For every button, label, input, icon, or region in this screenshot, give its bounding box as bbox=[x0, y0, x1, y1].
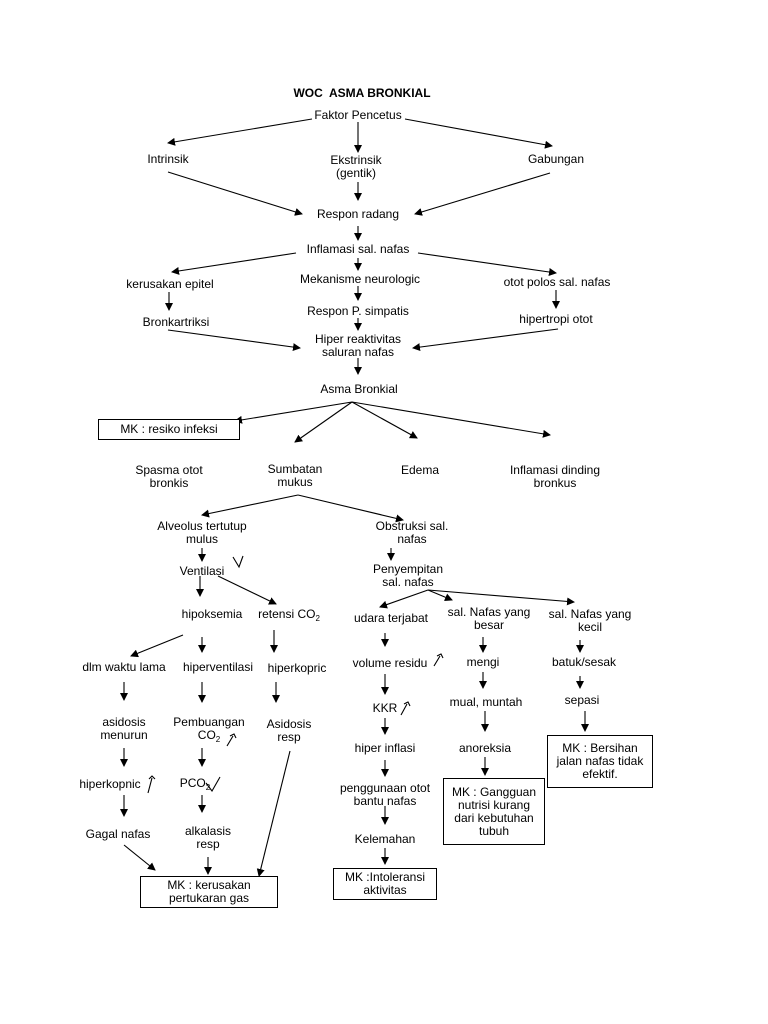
node-gagal-nafas: Gagal nafas bbox=[85, 827, 151, 841]
node-hiper-reaktivitas: Hiper reaktivitas saluran nafas bbox=[314, 332, 402, 359]
node-sal-nafas-besar: sal. Nafas yang besar bbox=[447, 605, 531, 632]
node-mekanisme-neurologic: Mekanisme neurologic bbox=[299, 272, 421, 286]
node-respon-p-simpatis: Respon P. simpatis bbox=[307, 304, 409, 318]
node-pco2: PCO2 bbox=[180, 777, 210, 794]
node-sepasi: sepasi bbox=[564, 693, 600, 707]
node-mengi: mengi bbox=[466, 655, 500, 669]
node-asidosis-resp: Asidosis resp bbox=[266, 717, 312, 744]
node-volume-residu: volume residu bbox=[352, 656, 428, 670]
node-alkalasis-resp: alkalasis resp bbox=[184, 824, 232, 851]
node-inflamasi-dinding: Inflamasi dinding bronkus bbox=[509, 463, 601, 490]
pco2-label: PCO bbox=[179, 776, 206, 790]
node-hipertropi-otot: hipertropi otot bbox=[519, 312, 593, 326]
mk-resiko-infeksi-box: MK : resiko infeksi bbox=[98, 419, 240, 440]
node-sumbatan-mukus: Sumbatan mukus bbox=[267, 462, 323, 489]
node-ventilasi: Ventilasi bbox=[179, 564, 225, 578]
node-intrinsik: Intrinsik bbox=[147, 152, 189, 166]
subscript-2: 2 bbox=[215, 735, 221, 744]
mk-kerusakan-pertukaran-gas-box: MK : kerusakan pertukaran gas bbox=[140, 876, 278, 908]
node-anoreksia: anoreksia bbox=[458, 741, 512, 755]
node-mual-muntah: mual, muntah bbox=[449, 695, 523, 709]
node-spasma-otot: Spasma otot bronkis bbox=[135, 463, 203, 490]
node-penyempitan: Penyempitan sal. nafas bbox=[372, 562, 444, 589]
node-hipoksemia: hipoksemia bbox=[181, 607, 243, 621]
node-pembuangan-co2: Pembuangan CO2 bbox=[173, 716, 244, 746]
node-gabungan: Gabungan bbox=[527, 152, 585, 166]
node-asma-bronkial: Asma Bronkial bbox=[320, 382, 398, 396]
node-penggunaan-otot: penggunaan otot bantu nafas bbox=[339, 781, 431, 808]
node-dlm-waktu-lama: dlm waktu lama bbox=[82, 660, 166, 674]
node-sal-nafas-kecil: sal. Nafas yang kecil bbox=[548, 607, 632, 634]
node-retensi-co2: retensi CO2 bbox=[258, 608, 320, 625]
node-batuk-sesak: batuk/sesak bbox=[551, 655, 617, 669]
node-kkr: KKR bbox=[372, 701, 398, 715]
node-hiperkopric: hiperkopric bbox=[267, 661, 327, 675]
node-alveolus: Alveolus tertutup mulus bbox=[157, 519, 247, 546]
node-faktor-pencetus: Faktor Pencetus bbox=[314, 108, 402, 122]
node-obstruksi: Obstruksi sal. nafas bbox=[375, 519, 449, 546]
node-otot-polos: otot polos sal. nafas bbox=[503, 275, 611, 289]
node-kelemahan: Kelemahan bbox=[354, 832, 416, 846]
node-hiper-inflasi: hiper inflasi bbox=[354, 741, 416, 755]
mk-bersihan-jalan-nafas-box: MK : Bersihan jalan nafas tidak efektif. bbox=[547, 735, 653, 788]
node-inflamasi-sal-nafas: Inflamasi sal. nafas bbox=[306, 242, 410, 256]
node-asidosis-menurun: asidosis menurun bbox=[100, 715, 148, 742]
mk-intoleransi-aktivitas-box: MK :Intoleransi aktivitas bbox=[333, 868, 437, 900]
retensi-co2-label: retensi CO bbox=[258, 607, 316, 621]
subscript-2: 2 bbox=[205, 783, 211, 792]
page-title: WOC ASMA BRONKIAL bbox=[293, 86, 431, 100]
node-hiperventilasi: hiperventilasi bbox=[182, 660, 254, 674]
node-kerusakan-epitel: kerusakan epitel bbox=[126, 277, 214, 291]
mk-gangguan-nutrisi-box: MK : Gangguan nutrisi kurang dari kebutu… bbox=[443, 778, 545, 845]
node-edema: Edema bbox=[400, 463, 440, 477]
node-respon-radang: Respon radang bbox=[316, 207, 400, 221]
node-bronkartriksi: Bronkartriksi bbox=[142, 315, 210, 329]
node-ekstrinsik: Ekstrinsik (gentik) bbox=[330, 153, 382, 180]
subscript-2: 2 bbox=[315, 614, 320, 623]
node-udara-terjabat: udara terjabat bbox=[353, 611, 429, 625]
node-hiperkopnic: hiperkopnic bbox=[79, 777, 141, 791]
pembuangan-co2-label: Pembuangan CO bbox=[173, 715, 245, 742]
